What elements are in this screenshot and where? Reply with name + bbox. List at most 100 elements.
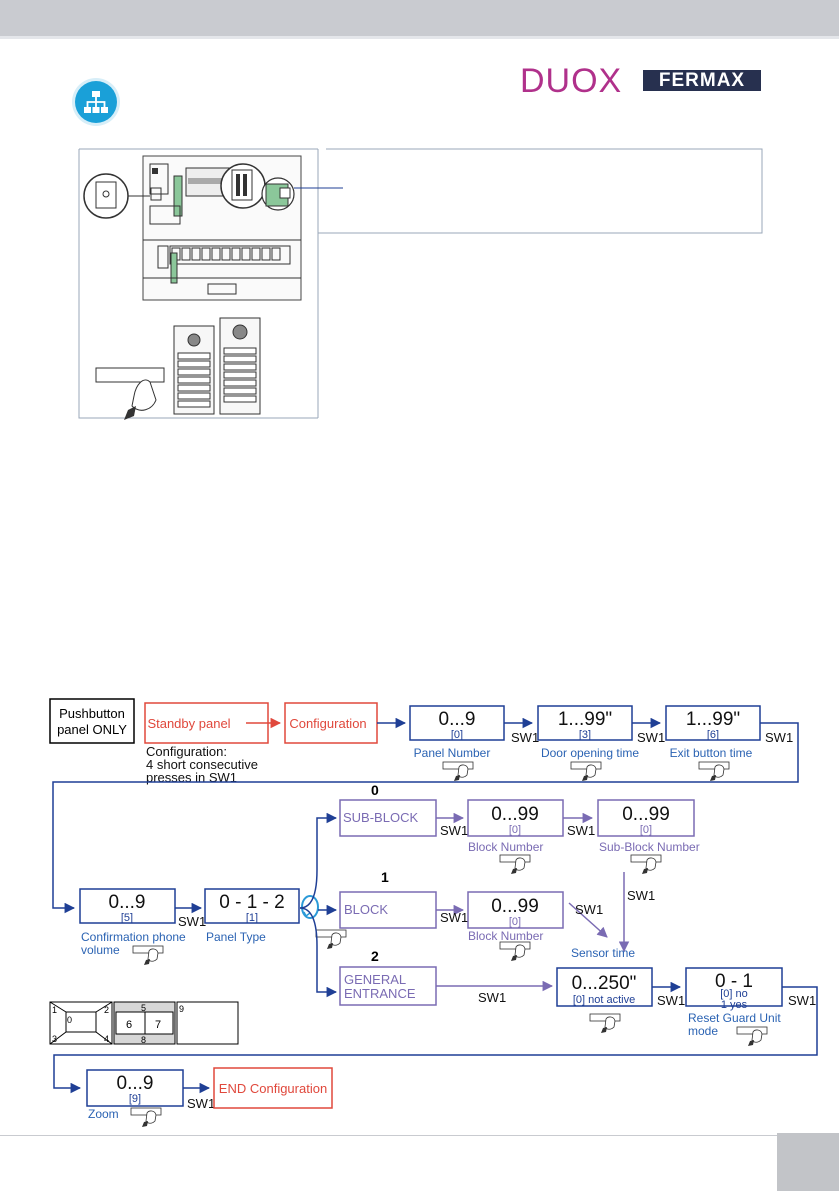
sw1-press-icon	[589, 1013, 621, 1034]
block-number-b-default: [0]	[509, 916, 521, 928]
panel-number-default: [0]	[451, 729, 463, 741]
block-number-b-range: 0...99	[491, 896, 539, 917]
zoom-cell-7: 7	[155, 1019, 161, 1031]
zoom-range: 0...9	[117, 1073, 154, 1094]
panel-type-range: 0 - 1 - 2	[219, 892, 284, 913]
sw1-press-icon	[499, 854, 531, 875]
pushbutton-line-2: panel ONLY	[57, 722, 127, 737]
sub-block-number-range: 0...99	[622, 804, 670, 825]
sw1-press-icon	[698, 761, 730, 782]
block-number-b-label: Block Number	[468, 929, 543, 943]
zoom-cell-8: 8	[141, 1035, 146, 1045]
sw1-press-icon	[570, 761, 602, 782]
sw1-press-icon	[630, 854, 662, 875]
sw1-label: SW1	[788, 993, 816, 1008]
sw1-label: SW1	[440, 823, 468, 838]
sub-block-box	[339, 799, 437, 837]
sw1-label: SW1	[765, 730, 793, 745]
panel-type-default: [1]	[246, 912, 258, 924]
confirmation-volume-default: [5]	[121, 912, 133, 924]
general-entrance-box	[339, 966, 437, 1006]
loop-icon	[301, 895, 319, 919]
exit-button-range: 1...99"	[686, 709, 740, 730]
end-configuration-box	[213, 1067, 333, 1109]
block-box	[339, 891, 437, 929]
exit-button-label: Exit button time	[670, 746, 753, 760]
sub-block-number-label: Sub-Block Number	[599, 840, 700, 854]
reset-guard-label-2: mode	[688, 1024, 718, 1038]
sensor-time-default: [0] not active	[573, 994, 635, 1006]
confirmation-volume-box	[79, 888, 176, 924]
sw1-label: SW1	[478, 990, 506, 1005]
sw1-press-icon	[442, 761, 474, 782]
sw1-label: SW1	[657, 993, 685, 1008]
sub-block-number-default: [0]	[640, 824, 652, 836]
sub-block-label: SUB-BLOCK	[343, 810, 418, 825]
block-number-b-box	[467, 891, 564, 929]
branch-2-label: 2	[371, 948, 379, 964]
branch-0-label: 0	[371, 782, 379, 798]
door-opening-default: [3]	[579, 729, 591, 741]
door-opening-label: Door opening time	[541, 746, 639, 760]
sw1-press-icon	[132, 945, 164, 966]
panel-type-label: Panel Type	[206, 930, 266, 944]
header-divider	[0, 36, 839, 39]
zoom-grid-c	[176, 1001, 239, 1045]
branch-1-label: 1	[381, 869, 389, 885]
general-entrance-line-2: ENTRANCE	[344, 986, 416, 1001]
zoom-cell-4: 4	[104, 1034, 109, 1044]
hardware-illustration	[78, 148, 763, 420]
reset-guard-yes: 1 yes	[721, 999, 748, 1011]
panel-type-box	[204, 888, 300, 924]
sw1-press-icon	[130, 1107, 162, 1128]
sensor-time-range: 0...250"	[572, 973, 637, 994]
zoom-default: [9]	[129, 1093, 141, 1105]
sw1-press-icon	[736, 1026, 768, 1047]
sw1-label: SW1	[187, 1096, 215, 1111]
block-label: BLOCK	[344, 902, 388, 917]
config-note-1: Configuration:	[146, 744, 227, 759]
top-header-bar	[0, 0, 839, 36]
block-number-a-label: Block Number	[468, 840, 543, 854]
block-number-a-box	[467, 799, 564, 837]
sub-block-number-box	[597, 799, 695, 837]
sw1-label: SW1	[627, 888, 655, 903]
footer-divider	[0, 1135, 839, 1136]
reset-guard-label-1: Reset Guard Unit	[688, 1011, 781, 1025]
sw1-label: SW1	[440, 910, 468, 925]
zoom-cell-9: 9	[179, 1004, 184, 1014]
sw1-label: SW1	[575, 902, 603, 917]
configuration-label: Configuration	[289, 716, 366, 731]
duox-logo: DUOX	[520, 62, 623, 100]
sw1-press-icon	[499, 941, 531, 962]
standby-panel-label: Standby panel	[147, 716, 230, 731]
pushbutton-line-1: Pushbutton	[59, 706, 125, 721]
door-opening-range: 1...99"	[558, 709, 612, 730]
end-configuration-label: END Configuration	[219, 1081, 327, 1096]
confirmation-volume-label-2: volume	[81, 943, 120, 957]
sw1-label: SW1	[178, 914, 206, 929]
zoom-cell-3: 3	[52, 1034, 57, 1044]
block-number-a-default: [0]	[509, 824, 521, 836]
reset-guard-range: 0 - 1	[715, 971, 753, 992]
config-note-2: 4 short consecutive	[146, 757, 258, 772]
panel-number-box	[409, 705, 505, 741]
pushbutton-box	[49, 698, 135, 744]
confirmation-volume-label-1: Confirmation phone	[81, 930, 186, 944]
sensor-time-label: Sensor time	[571, 946, 635, 960]
reset-guard-no: [0] no	[720, 988, 748, 1000]
zoom-cell-1: 1	[52, 1005, 57, 1015]
sw1-label: SW1	[637, 730, 665, 745]
sw1-press-icon	[315, 929, 347, 950]
zoom-cell-5: 5	[141, 1003, 146, 1013]
sw1-label: SW1	[511, 730, 539, 745]
zoom-cell-2: 2	[104, 1005, 109, 1015]
zoom-cell-6: 6	[126, 1019, 132, 1031]
confirmation-volume-range: 0...9	[109, 892, 146, 913]
network-topology-icon	[75, 81, 117, 123]
general-entrance-line-1: GENERAL	[344, 972, 406, 987]
configuration-flowchart: Pushbutton panel ONLY Standby panel Conf…	[49, 698, 818, 1128]
door-opening-box	[537, 705, 633, 741]
exit-button-default: [6]	[707, 729, 719, 741]
page-tab	[777, 1133, 839, 1191]
